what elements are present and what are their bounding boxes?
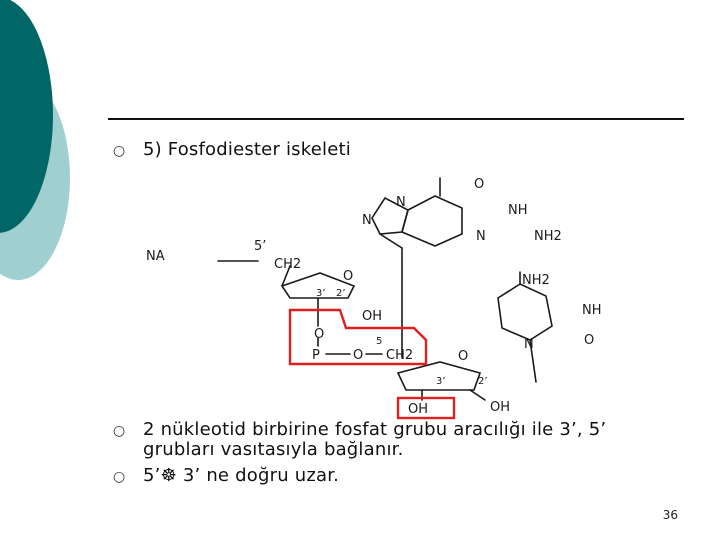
bullet-icon: ○ [113,423,126,439]
p-label: P [312,348,320,363]
phosphate-highlight [288,308,428,366]
pyrimidine-sugar-bond [529,339,537,383]
top-sugar-ring [280,272,356,299]
page-number: 36 [662,508,678,522]
o-mid-label: O [353,348,363,363]
purine-n1-label: N [396,195,406,210]
pyrimidine-n-label: N [524,337,534,352]
pyrimidine-o-label: O [584,333,594,348]
decorative-shapes [0,0,70,280]
bullet-item-2: ○ 5’☸ 3’ ne doğru uzar. [113,466,339,488]
purine-link [379,233,403,249]
o-ring-top-label: O [343,269,353,284]
purine-nh-label: NH [508,203,528,218]
oh-bottom-right-label: OH [490,400,510,415]
purine-six-ring [401,195,463,247]
five-prime-top-label: 5’ [254,239,266,254]
bullet-title-text: 5) Fosfodiester iskeleti [143,139,351,160]
bullet-item-2-text: 5’☸ 3’ ne doğru uzar. [143,465,340,486]
two-prime-top-label: 2’ [336,288,346,299]
bullet-icon: ○ [113,143,126,159]
bullet-item-1-text: 2 nükleotid birbirine fosfat grubu aracı… [143,419,607,460]
pyrimidine-nh2-label: NH2 [522,273,550,288]
oh-bottom-left-label: OH [408,402,428,417]
purine-nh2-label: NH2 [534,229,562,244]
bullet-item-1: ○ 2 nükleotid birbirine fosfat grubu ara… [113,420,663,460]
three-prime-top-label: 3’ [316,288,326,299]
bottom-sugar-ring [396,361,482,391]
purine-o-label: O [474,177,484,192]
oh-3prime-highlight [396,396,456,420]
bullet-icon: ○ [113,469,126,485]
na-label: NA [146,249,165,264]
two-prime-bottom-label: 2’ [478,376,488,387]
purine-n2-label: N [362,213,372,228]
bullet-title: ○ 5) Fosfodiester iskeleti [113,140,351,162]
ch2-mid-label: CH2 [386,348,413,363]
pyrimidine-ring [497,283,553,341]
oh-top-label: OH [362,309,382,324]
title-rule [108,118,684,120]
ch2-top-label: CH2 [274,257,301,272]
purine-n3-label: N [476,229,486,244]
o-link-label: O [314,327,324,342]
o-ring-bottom-label: O [458,349,468,364]
ch2-top-bond [281,265,291,287]
pyrimidine-nh-label: NH [582,303,602,318]
phosphodiester-diagram: NA 5’ CH2 O 3’ 2’ OH O P O 5 CH2 O 3’ 2’… [146,177,602,420]
bottom-oh-right-bond [469,389,486,401]
deco-dark-shape [0,0,53,233]
three-prime-bottom-label: 3’ [436,376,446,387]
five-mid-label: 5 [376,336,382,347]
